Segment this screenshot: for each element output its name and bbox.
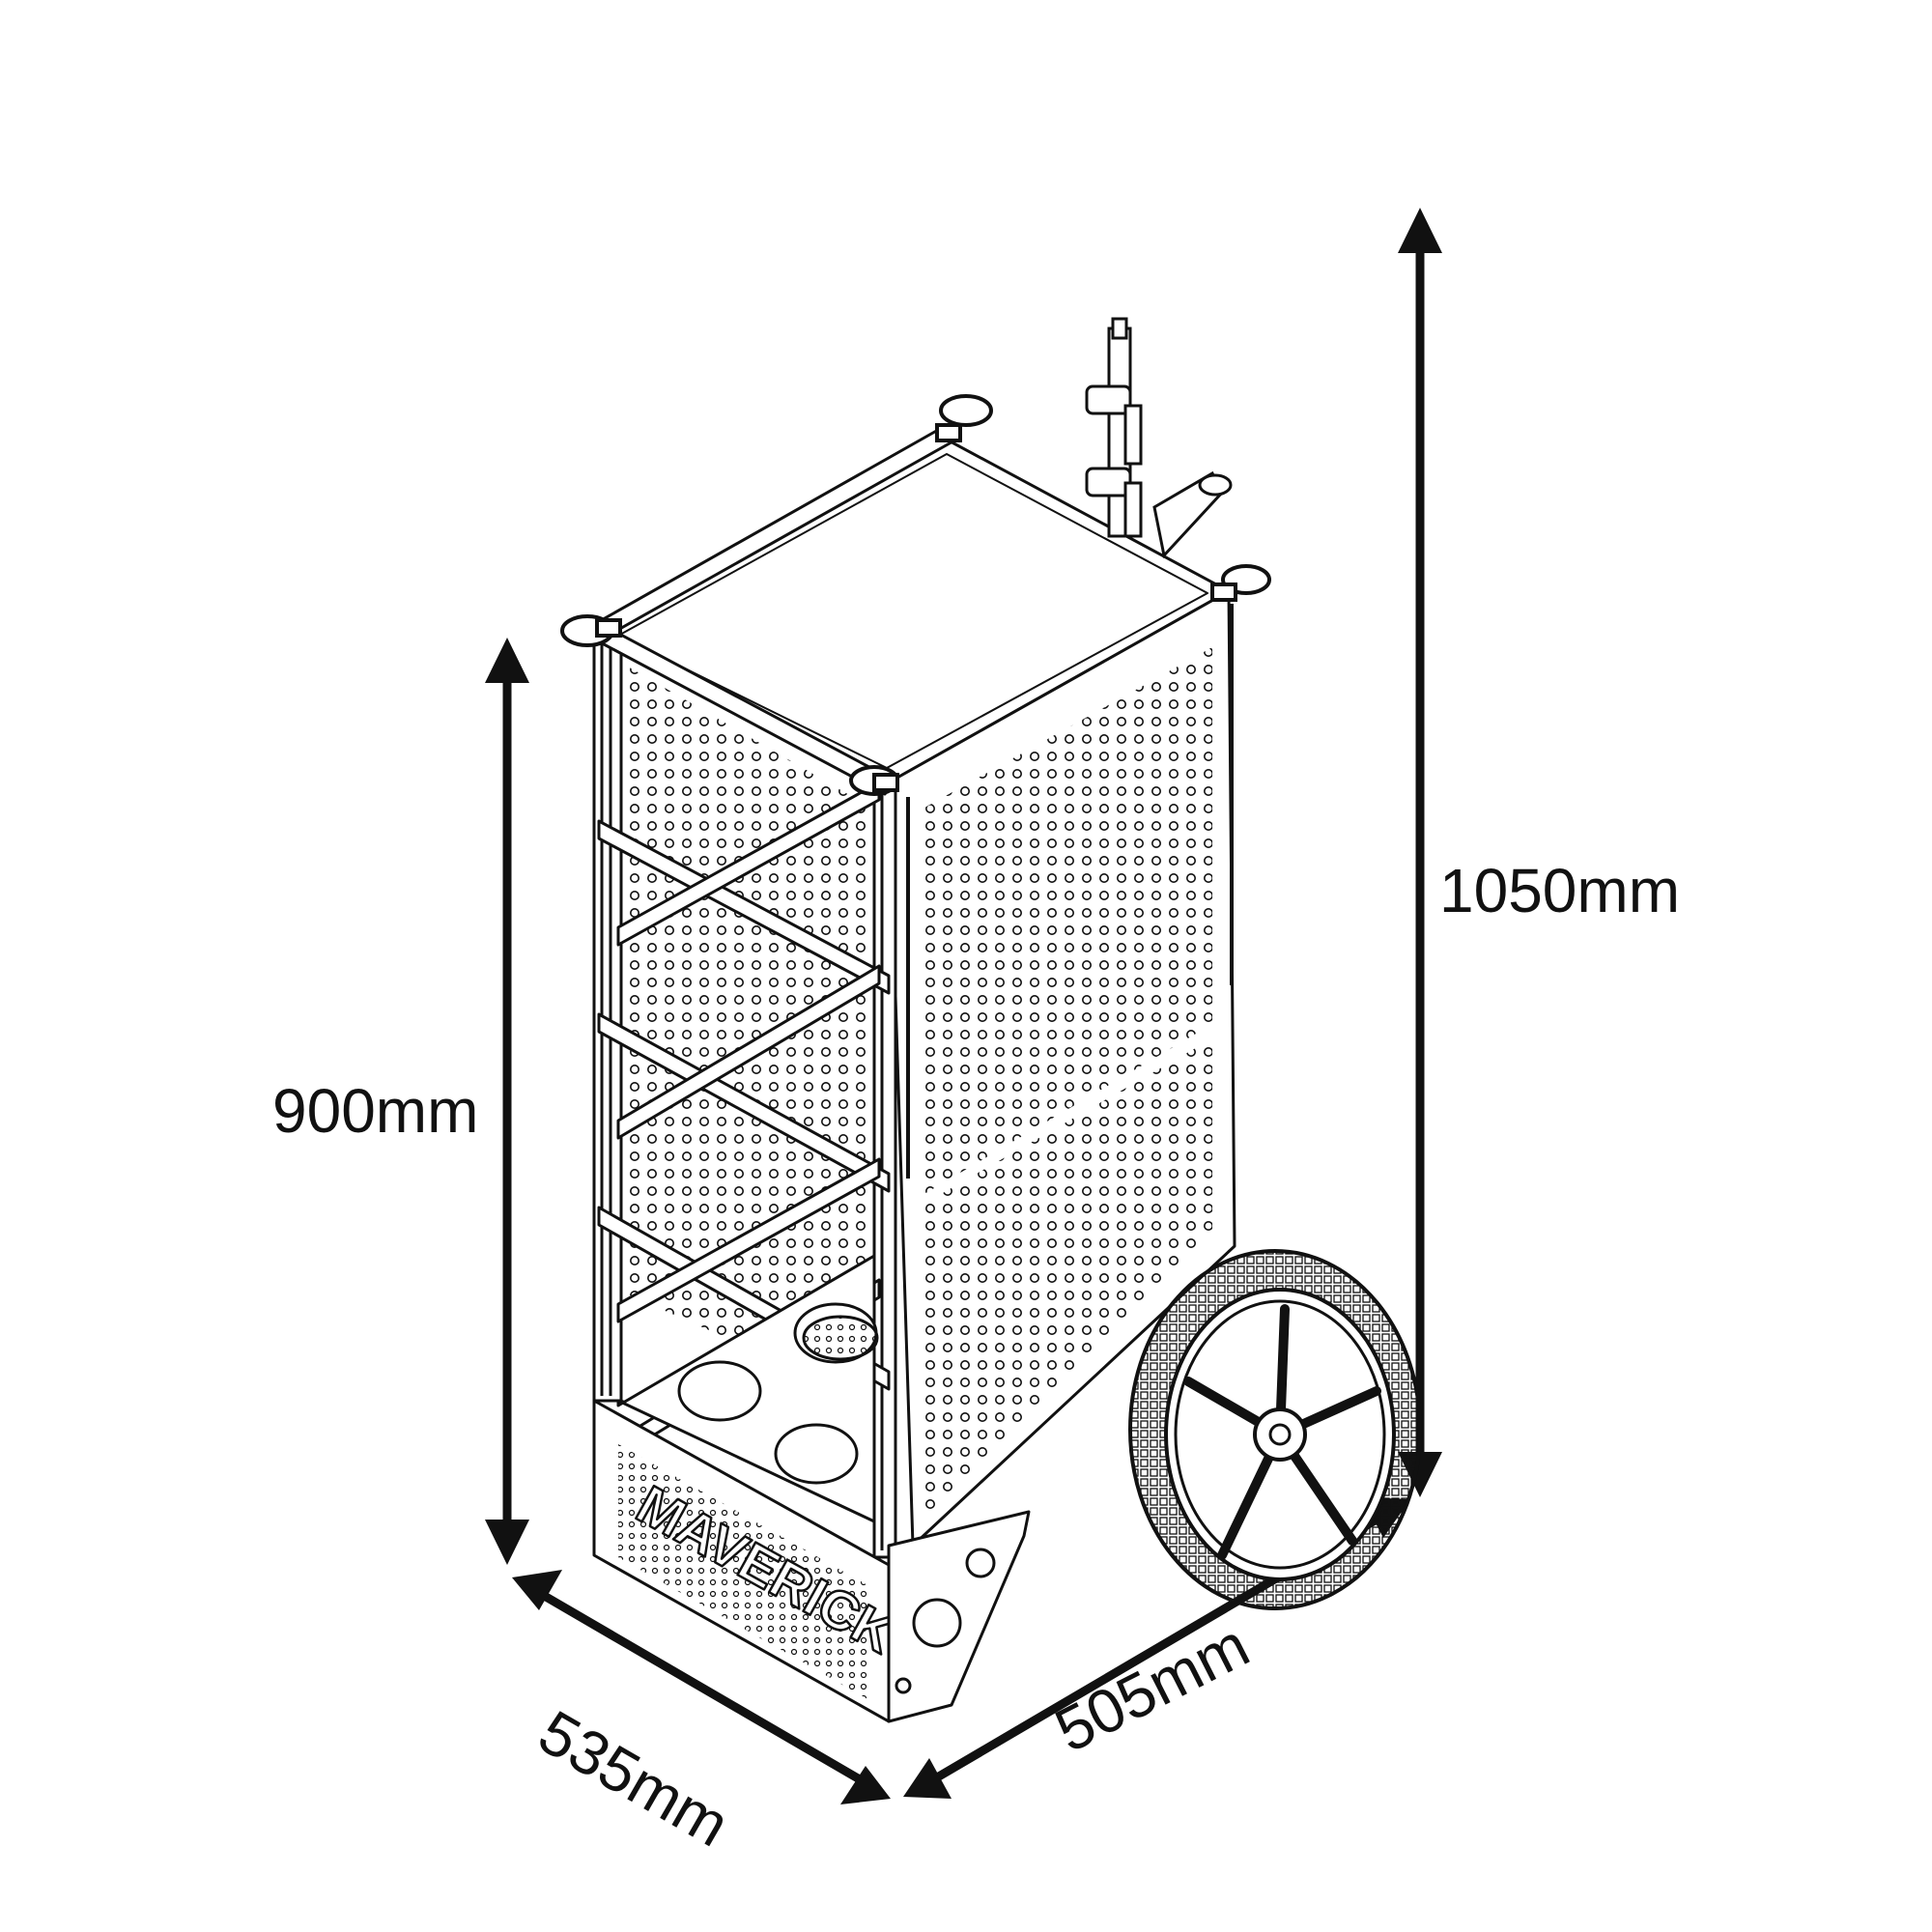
stand-pole xyxy=(1085,317,1143,538)
dimension-line-depth xyxy=(512,1570,891,1804)
dimension-line-body-height xyxy=(485,638,529,1565)
lifting-rings xyxy=(560,394,1271,796)
dimension-line-total-height xyxy=(1398,208,1442,1497)
cart-body: MAVERICK xyxy=(589,423,1236,1723)
ring-icon xyxy=(939,394,993,427)
side-handle xyxy=(1152,470,1233,559)
body-height-label: 900mm xyxy=(272,1076,479,1146)
total-height-label: 1050mm xyxy=(1439,856,1680,925)
wheel xyxy=(1128,1249,1422,1610)
